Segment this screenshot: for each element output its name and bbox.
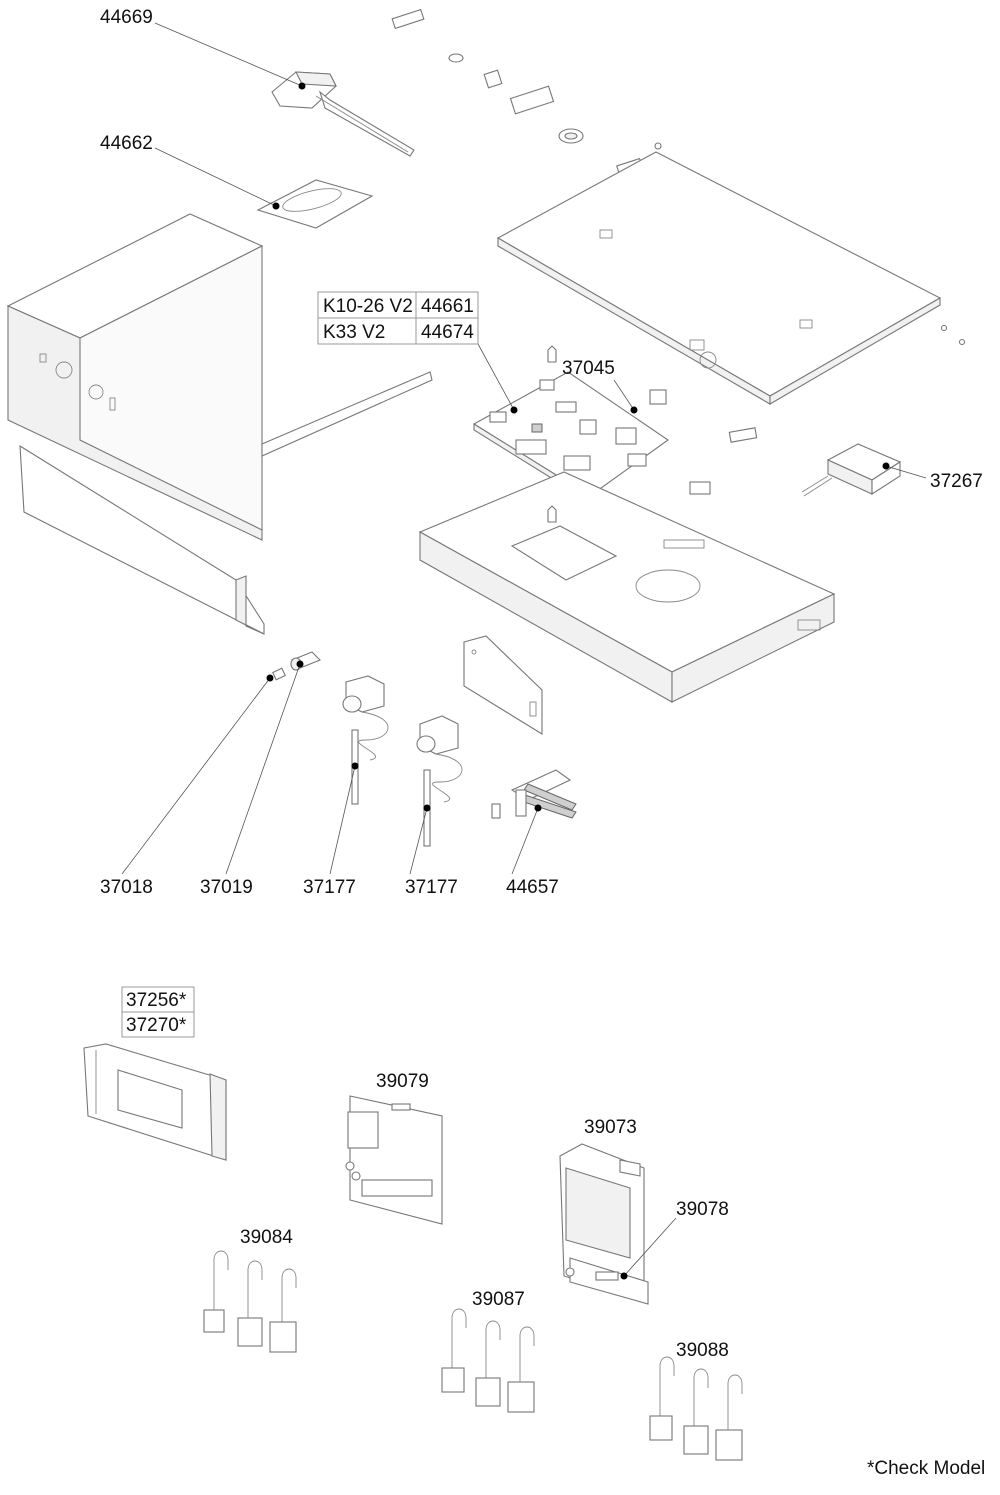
display-model-table: 37256* 37270*	[121, 986, 195, 1038]
t-handle-screwdriver	[271, 71, 415, 157]
callout-dot	[272, 202, 280, 210]
callout-44669: 44669	[100, 7, 153, 28]
leader-37177-a	[329, 765, 356, 875]
board-model-k10: K10-26 V2	[323, 296, 413, 317]
callout-39078: 39078	[676, 1199, 729, 1220]
callout-39084: 39084	[240, 1227, 293, 1248]
display-part-37270: 37270*	[126, 1015, 187, 1036]
callout-37177-b: 37177	[405, 877, 458, 898]
display-part-37256: 37256*	[126, 990, 187, 1011]
callout-dot	[534, 804, 542, 812]
leader-44662	[154, 147, 277, 207]
harness-39084	[203, 1250, 297, 1353]
callout-37019: 37019	[200, 877, 253, 898]
thermostat-b	[416, 715, 463, 847]
callout-dot	[351, 762, 359, 770]
expansion-board-39079	[345, 1095, 443, 1225]
base-tray	[418, 471, 836, 703]
thermostat-a	[342, 675, 389, 805]
ribbon-cable	[491, 769, 577, 819]
callout-dot	[620, 1272, 628, 1280]
front-plate-left	[19, 444, 265, 635]
footnote-check-model: *Check Model	[867, 1458, 985, 1479]
transformer-module	[689, 427, 902, 497]
gasket-plate	[256, 179, 374, 229]
callout-37267: 37267	[930, 471, 983, 492]
board-model-table: K10-26 V2 44661 K33 V2 44674	[317, 291, 479, 345]
board-model-k33: K33 V2	[323, 322, 385, 343]
callout-39073: 39073	[584, 1117, 637, 1138]
leader-44661	[477, 343, 515, 411]
callout-37045: 37045	[562, 358, 615, 379]
callout-39088: 39088	[676, 1340, 729, 1361]
display-unit	[83, 1043, 227, 1161]
leader-37018	[121, 677, 271, 875]
fuse-holder	[272, 651, 321, 681]
callout-39079: 39079	[376, 1071, 429, 1092]
callout-39087: 39087	[472, 1289, 525, 1310]
leader-39078	[623, 1217, 677, 1277]
back-panel	[496, 151, 966, 405]
callout-44657: 44657	[506, 877, 559, 898]
mounting-plate	[463, 635, 543, 735]
callout-dot	[882, 462, 890, 470]
callout-dot	[423, 804, 431, 812]
leader-37045	[613, 379, 635, 411]
board-part-44674: 44674	[421, 322, 474, 343]
callout-37177-a: 37177	[303, 877, 356, 898]
callout-dot	[630, 406, 638, 414]
board-part-44661: 44661	[421, 296, 474, 317]
leader-37267	[885, 465, 927, 479]
leader-44669	[154, 22, 303, 87]
callout-dot	[510, 406, 518, 414]
callout-dot	[298, 82, 306, 90]
callout-44662: 44662	[100, 133, 153, 154]
leader-37177-b	[409, 807, 428, 875]
callout-37018: 37018	[100, 877, 153, 898]
housing-cover	[6, 213, 433, 541]
harness-39087	[441, 1308, 535, 1413]
leader-44657	[511, 807, 539, 875]
harness-39088	[649, 1356, 743, 1461]
callout-dot	[296, 660, 304, 668]
callout-dot	[266, 674, 274, 682]
leader-37019	[225, 663, 301, 875]
